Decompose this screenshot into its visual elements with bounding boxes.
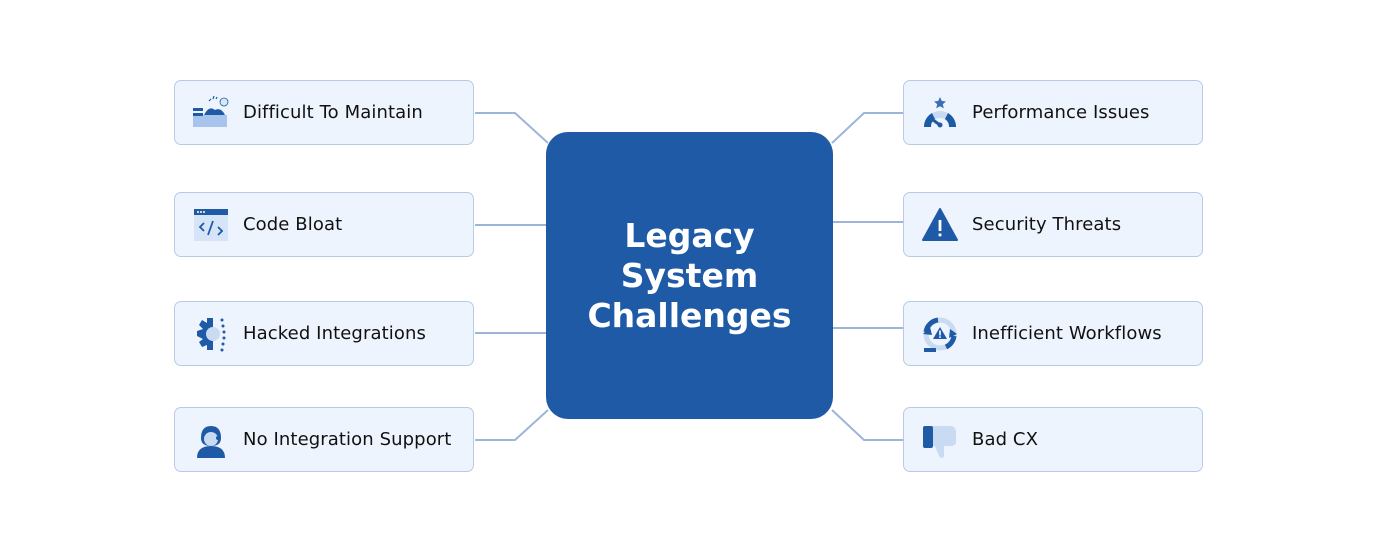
central-topic-title: Legacy System Challenges — [587, 215, 792, 335]
card-inefficient-workflows: Inefficient Workflows — [903, 301, 1203, 366]
card-bad-cx: Bad CX — [903, 407, 1203, 472]
connector-no-integration-support — [475, 409, 549, 441]
card-label: Bad CX — [972, 429, 1039, 450]
card-security-threats: Security Threats — [903, 192, 1203, 257]
warning-triangle-icon — [922, 207, 958, 241]
support-agent-icon — [197, 425, 225, 458]
cycle-warning-icon — [923, 317, 957, 352]
central-topic: Legacy System Challenges — [546, 132, 833, 419]
card-performance-issues: Performance Issues — [903, 80, 1203, 145]
card-label: Code Bloat — [243, 214, 343, 235]
card-difficult-to-maintain: Difficult To Maintain — [174, 80, 474, 145]
card-label: Hacked Integrations — [243, 323, 426, 344]
card-no-integration-support: No Integration Support — [174, 407, 474, 472]
sleeping-bed-icon — [193, 95, 229, 127]
speed-gauge-icon — [923, 96, 957, 127]
card-label: Inefficient Workflows — [972, 323, 1162, 344]
gear-dots-icon — [197, 317, 226, 351]
thumbs-down-icon — [923, 425, 956, 458]
code-window-icon — [194, 208, 228, 241]
card-label: Security Threats — [972, 214, 1122, 235]
card-hacked-integrations: Hacked Integrations — [174, 301, 474, 366]
connector-difficult-to-maintain — [475, 112, 549, 144]
card-code-bloat: Code Bloat — [174, 192, 474, 257]
connector-performance-issues — [831, 112, 903, 144]
card-label: Performance Issues — [972, 102, 1150, 123]
card-label: No Integration Support — [243, 429, 452, 450]
connector-bad-cx — [831, 409, 903, 441]
card-label: Difficult To Maintain — [243, 102, 423, 123]
